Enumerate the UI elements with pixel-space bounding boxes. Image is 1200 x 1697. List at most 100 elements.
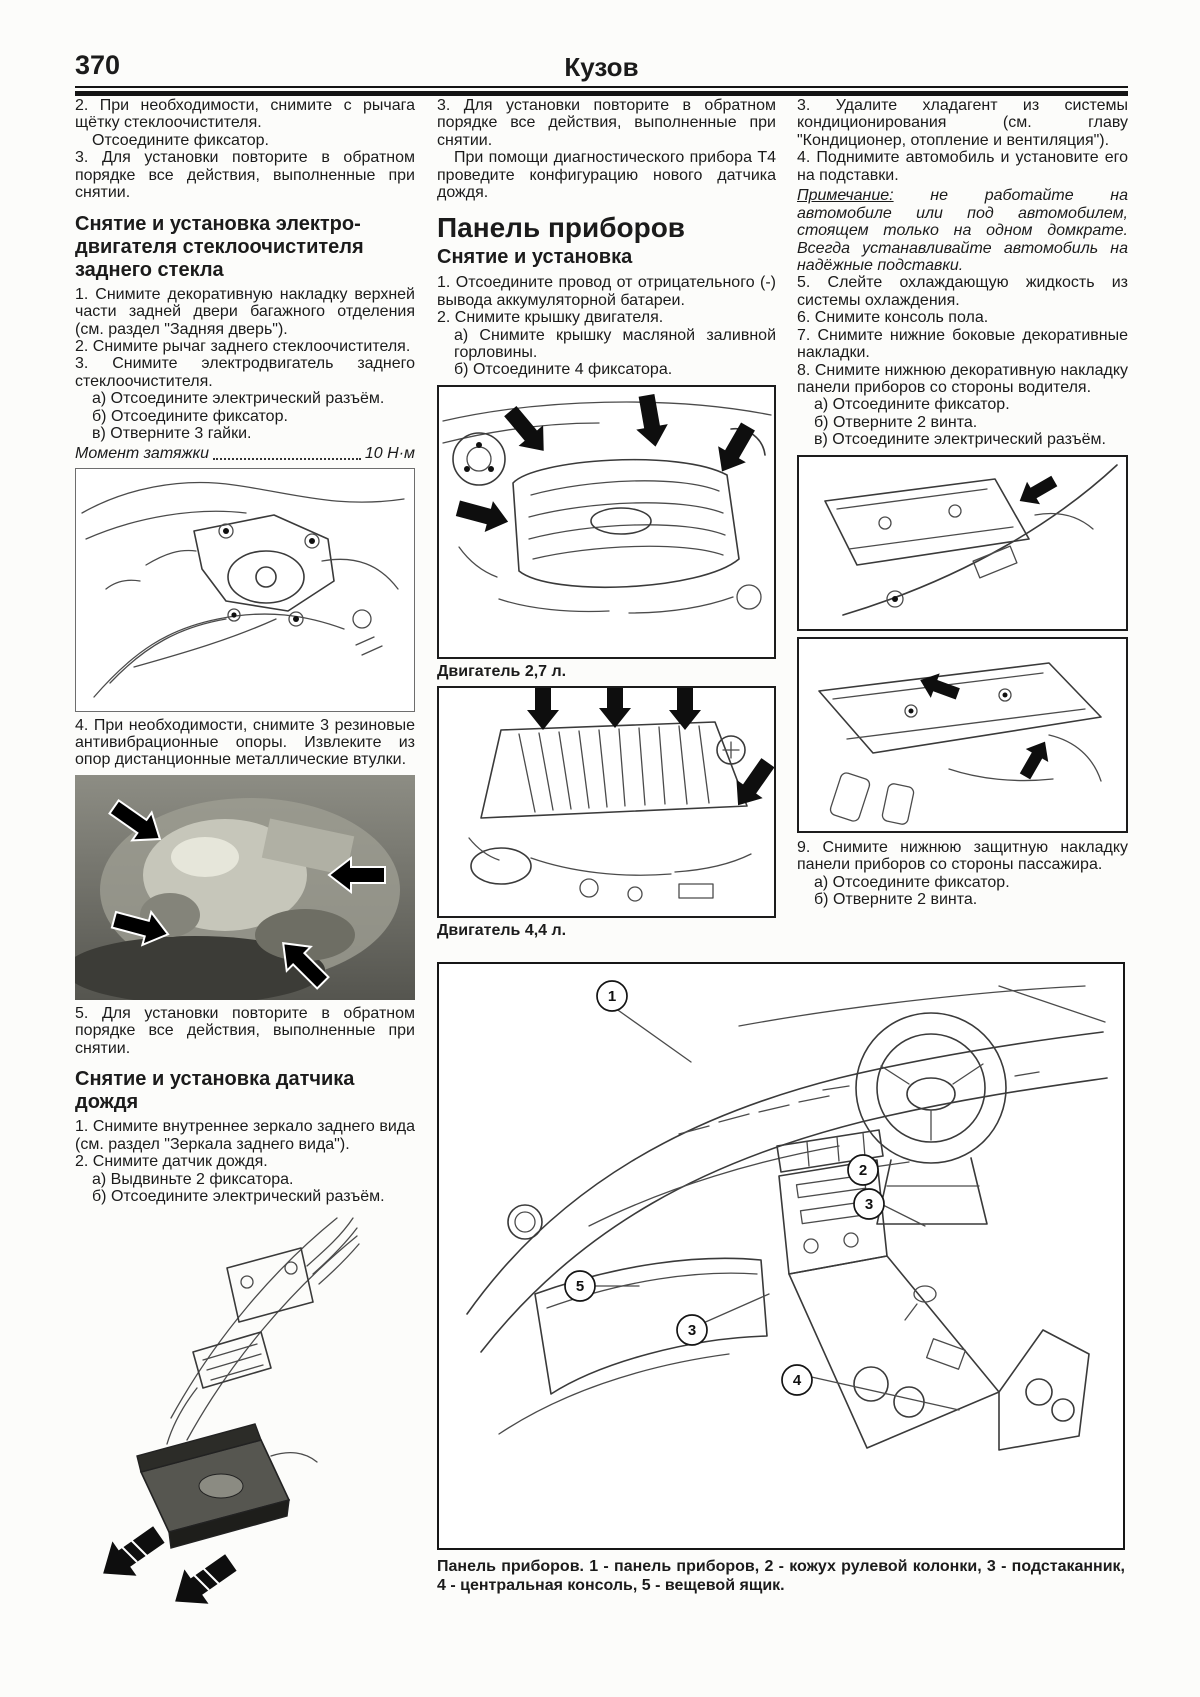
column-right: 3. Удалите хладагент из системы кондицио… [797,97,1128,909]
direction-arrow-icon [527,687,559,730]
page-number: 370 [75,50,121,80]
note-body: не работайте на автомобиле или под автом… [797,187,1128,274]
torque-spec-line: Момент затяжки 10 Н·м [75,445,415,463]
direction-arrow-icon [669,687,701,730]
figure-label-engine-27: Двигатель 2,7 л. [437,662,567,680]
torque-label: Момент затяжки [75,444,209,462]
step-text: 1. Отсоедините провод от отрицательного … [437,274,776,309]
step-text: 3. Для установки повторите в обратном по… [437,97,776,149]
substep-text: в) Отверните 3 гайки. [92,425,252,443]
substep-text: б) Отсоедините 4 фиксатора. [454,361,673,379]
engine-27-figure [437,384,776,659]
svg-text:1: 1 [608,988,616,1005]
direction-arrow-icon [108,798,162,842]
step-text: 2. Снимите рычаг заднего стеклоочистител… [75,337,411,355]
step-text: 4. При необходимости, снимите 3 резиновы… [75,716,415,769]
driver-trim-figure-bottom [797,636,1128,833]
step-text: 4. Поднимите автомобиль и установите его… [797,149,1128,184]
direction-arrow-icon [282,941,330,990]
callout-1: 1 [596,980,628,1012]
section-heading-rain-sensor: Снятие и установка датчика дождя [75,1068,355,1114]
substep-text: а) Выдвиньте 2 фиксатора. [92,1170,294,1188]
substep-text: а) Отсоедините фиксатор. [814,396,1010,414]
substep-text: в) Отсоедините электрический разъём. [814,431,1106,449]
rain-sensor-drawing [103,1217,360,1605]
chapter-section-heading: Панель приборов [437,211,686,243]
wiper-motor-drawing-figure [75,467,415,712]
dashboard-overview-drawing: 1 2 3 5 3 4 [466,980,1108,1451]
svg-text:2: 2 [859,1162,867,1179]
svg-text:3: 3 [688,1322,696,1339]
figure-label-engine-44: Двигатель 4,4 л. [437,921,567,939]
wiper-motor-drawing [81,481,405,698]
driver-trim-drawing-bottom [818,661,1102,825]
engine-44-figure [437,685,776,918]
callout-3b: 3 [676,1314,708,1346]
callout-2: 2 [847,1154,879,1186]
step-text: 3. Снимите электродвигатель заднего стек… [75,355,415,390]
substep-text: б) Отсоедините фиксатор. [92,407,288,425]
step-text: 2. При необходимости, снимите с рычага щ… [75,97,415,132]
direction-arrow-icon [175,1554,237,1605]
section-heading-wiper-motor: Снятие и установка электро-двигателя сте… [75,212,364,281]
direction-arrow-icon [718,422,755,472]
rain-sensor-drawing-figure [75,1210,415,1610]
chapter-title: Кузов [564,52,639,82]
torque-value: 10 Н·м [364,444,415,462]
subsection-heading: Снятие и установка [437,246,633,269]
note-text: Примечание: не работайте на автомобиле и… [797,187,1128,274]
substep-text: а) Отсоедините фиксатор. [814,873,1010,891]
direction-arrow-icon [455,500,509,532]
callout-5: 5 [564,1270,596,1302]
direction-arrow-icon [636,393,668,447]
substep-text: б) Отверните 2 винта. [814,413,978,431]
direction-arrow-icon [1019,741,1049,780]
direction-arrow-icon [504,405,544,451]
callout-3: 3 [853,1188,885,1220]
svg-text:4: 4 [793,1372,802,1389]
engine-44-drawing [468,687,774,902]
step-text: 5. Для установки повторите в обратном по… [75,1004,415,1057]
step-text: 3. Для установки повторите в обратном по… [75,149,415,202]
rain-sensor-unit [136,1423,291,1550]
callout-4: 4 [781,1364,813,1396]
step-text: 1. Снимите внутреннее зеркало заднего ви… [75,1118,415,1153]
header-rule-thin [75,86,1128,88]
direction-arrow-icon [599,687,631,728]
step-text: 7. Снимите нижние боковые декоративные н… [797,326,1128,362]
wiper-motor-photo-figure [75,774,415,1000]
step-text: 2. Снимите крышку двигателя. [437,309,664,327]
svg-text:5: 5 [576,1278,584,1295]
direction-arrow-icon [920,673,960,700]
wiper-motor-photo [75,774,415,1000]
step-text: 6. Снимите консоль пола. [797,309,989,327]
step-text: При помощи диагностического прибора Т4 п… [437,149,776,202]
dashboard-caption: Панель приборов. 1 - панель приборов, 2 … [437,1558,1125,1595]
direction-arrow-icon [103,1526,165,1577]
engine-27-drawing [442,393,772,614]
substep-text: а) Снимите крышку масляной заливной горл… [454,326,776,361]
step-text: 1. Снимите декоративную накладку верхней… [75,285,415,338]
substep-text: а) Отсоедините электрический разъём. [92,390,385,408]
column-left: 2. При необходимости, снимите с рычага щ… [75,97,415,1610]
step-text: 3. Удалите хладагент из системы кондицио… [797,97,1128,149]
step-text: 2. Снимите датчик дождя. [75,1153,268,1171]
step-text: 9. Снимите нижнюю защитную накладку пане… [797,838,1128,874]
substep-text: б) Отсоедините электрический разъём. [92,1187,385,1205]
dot-leader [212,457,361,460]
driver-trim-figure-top [797,454,1128,631]
step-text: 8. Снимите нижнюю декоративную накладку … [797,361,1128,396]
substep-text: б) Отверните 2 винта. [814,891,978,909]
svg-text:3: 3 [865,1196,873,1213]
direction-arrow-icon [1019,475,1058,505]
column-middle: 3. Для установки повторите в обратном по… [437,97,776,940]
direction-arrow-icon [327,855,386,894]
direction-arrow-icon [110,909,170,947]
step-text: Отсоедините фиксатор. [92,131,269,149]
header-rule-thick [75,91,1128,96]
dashboard-overview-figure: 1 2 3 5 3 4 [437,962,1125,1550]
note-label: Примечание: [797,187,894,205]
driver-trim-drawing-top [824,463,1118,616]
step-text: 5. Слейте охлаждающую жидкость из систем… [797,274,1128,309]
